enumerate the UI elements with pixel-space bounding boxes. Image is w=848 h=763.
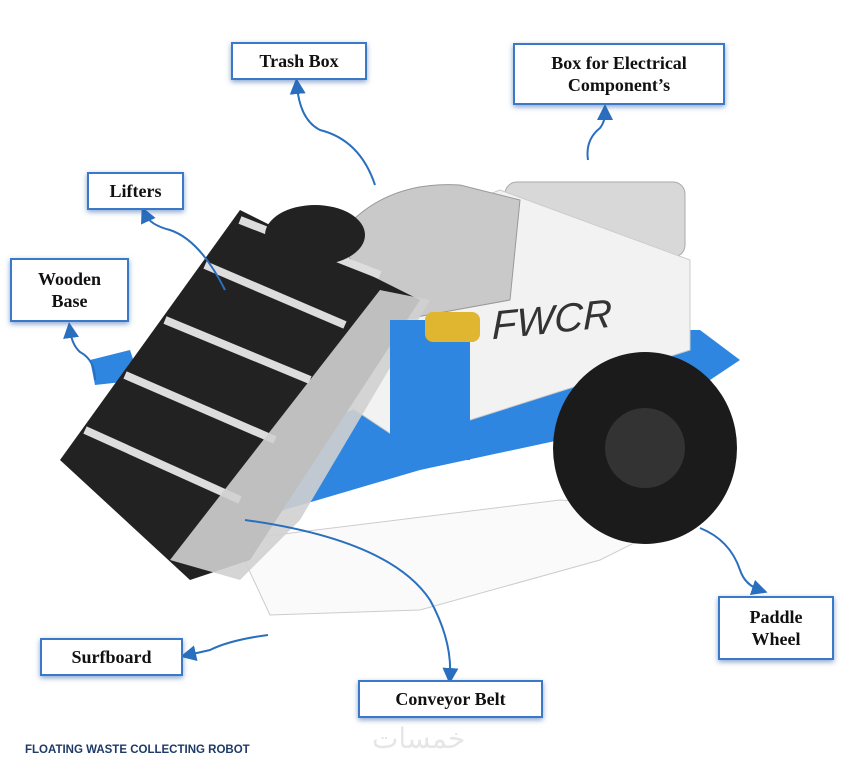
- label-electrical-box-line2: Component’s: [567, 75, 671, 95]
- label-lifters-text: Lifters: [109, 181, 162, 201]
- label-wooden-base: Wooden Base: [10, 258, 129, 322]
- arrow-lifters: [141, 206, 226, 291]
- conveyor-belt: [60, 210, 420, 580]
- paddle-wheel-rear: [265, 205, 365, 265]
- label-paddle-wheel-line1: Paddle: [749, 607, 803, 627]
- label-wooden-base-line1: Wooden: [37, 269, 102, 289]
- label-trash-box-text: Trash Box: [259, 51, 339, 71]
- label-conveyor-belt: Conveyor Belt: [358, 680, 543, 718]
- label-paddle-wheel-line2: Wheel: [751, 629, 801, 649]
- label-trash-box: Trash Box: [231, 42, 367, 80]
- arrow-conveyor-belt: [244, 519, 459, 684]
- label-electrical-box-line1: Box for Electrical: [551, 53, 687, 73]
- arrow-electrical-box: [586, 104, 613, 161]
- figure-caption: FLOATING WASTE COLLECTING ROBOT: [25, 744, 250, 756]
- label-paddle-wheel: Paddle Wheel: [718, 596, 834, 660]
- surfboard-hull: [234, 499, 702, 616]
- label-surfboard: Surfboard: [40, 638, 183, 676]
- arrow-trash-box: [289, 78, 376, 186]
- label-surfboard-text: Surfboard: [71, 647, 152, 667]
- conveyor-side-plate: [170, 290, 430, 580]
- motor: [425, 312, 480, 342]
- label-electrical-box: Box for Electrical Component’s: [513, 43, 725, 105]
- motor-mount: [390, 320, 470, 460]
- label-conveyor-belt-text: Conveyor Belt: [395, 689, 506, 709]
- arrow-wooden-base: [63, 322, 96, 381]
- arrow-paddle-wheel: [699, 527, 768, 596]
- arrow-surfboard: [180, 634, 269, 662]
- watermark: خمسات: [372, 722, 466, 755]
- label-lifters: Lifters: [87, 172, 184, 210]
- label-wooden-base-line2: Base: [51, 291, 88, 311]
